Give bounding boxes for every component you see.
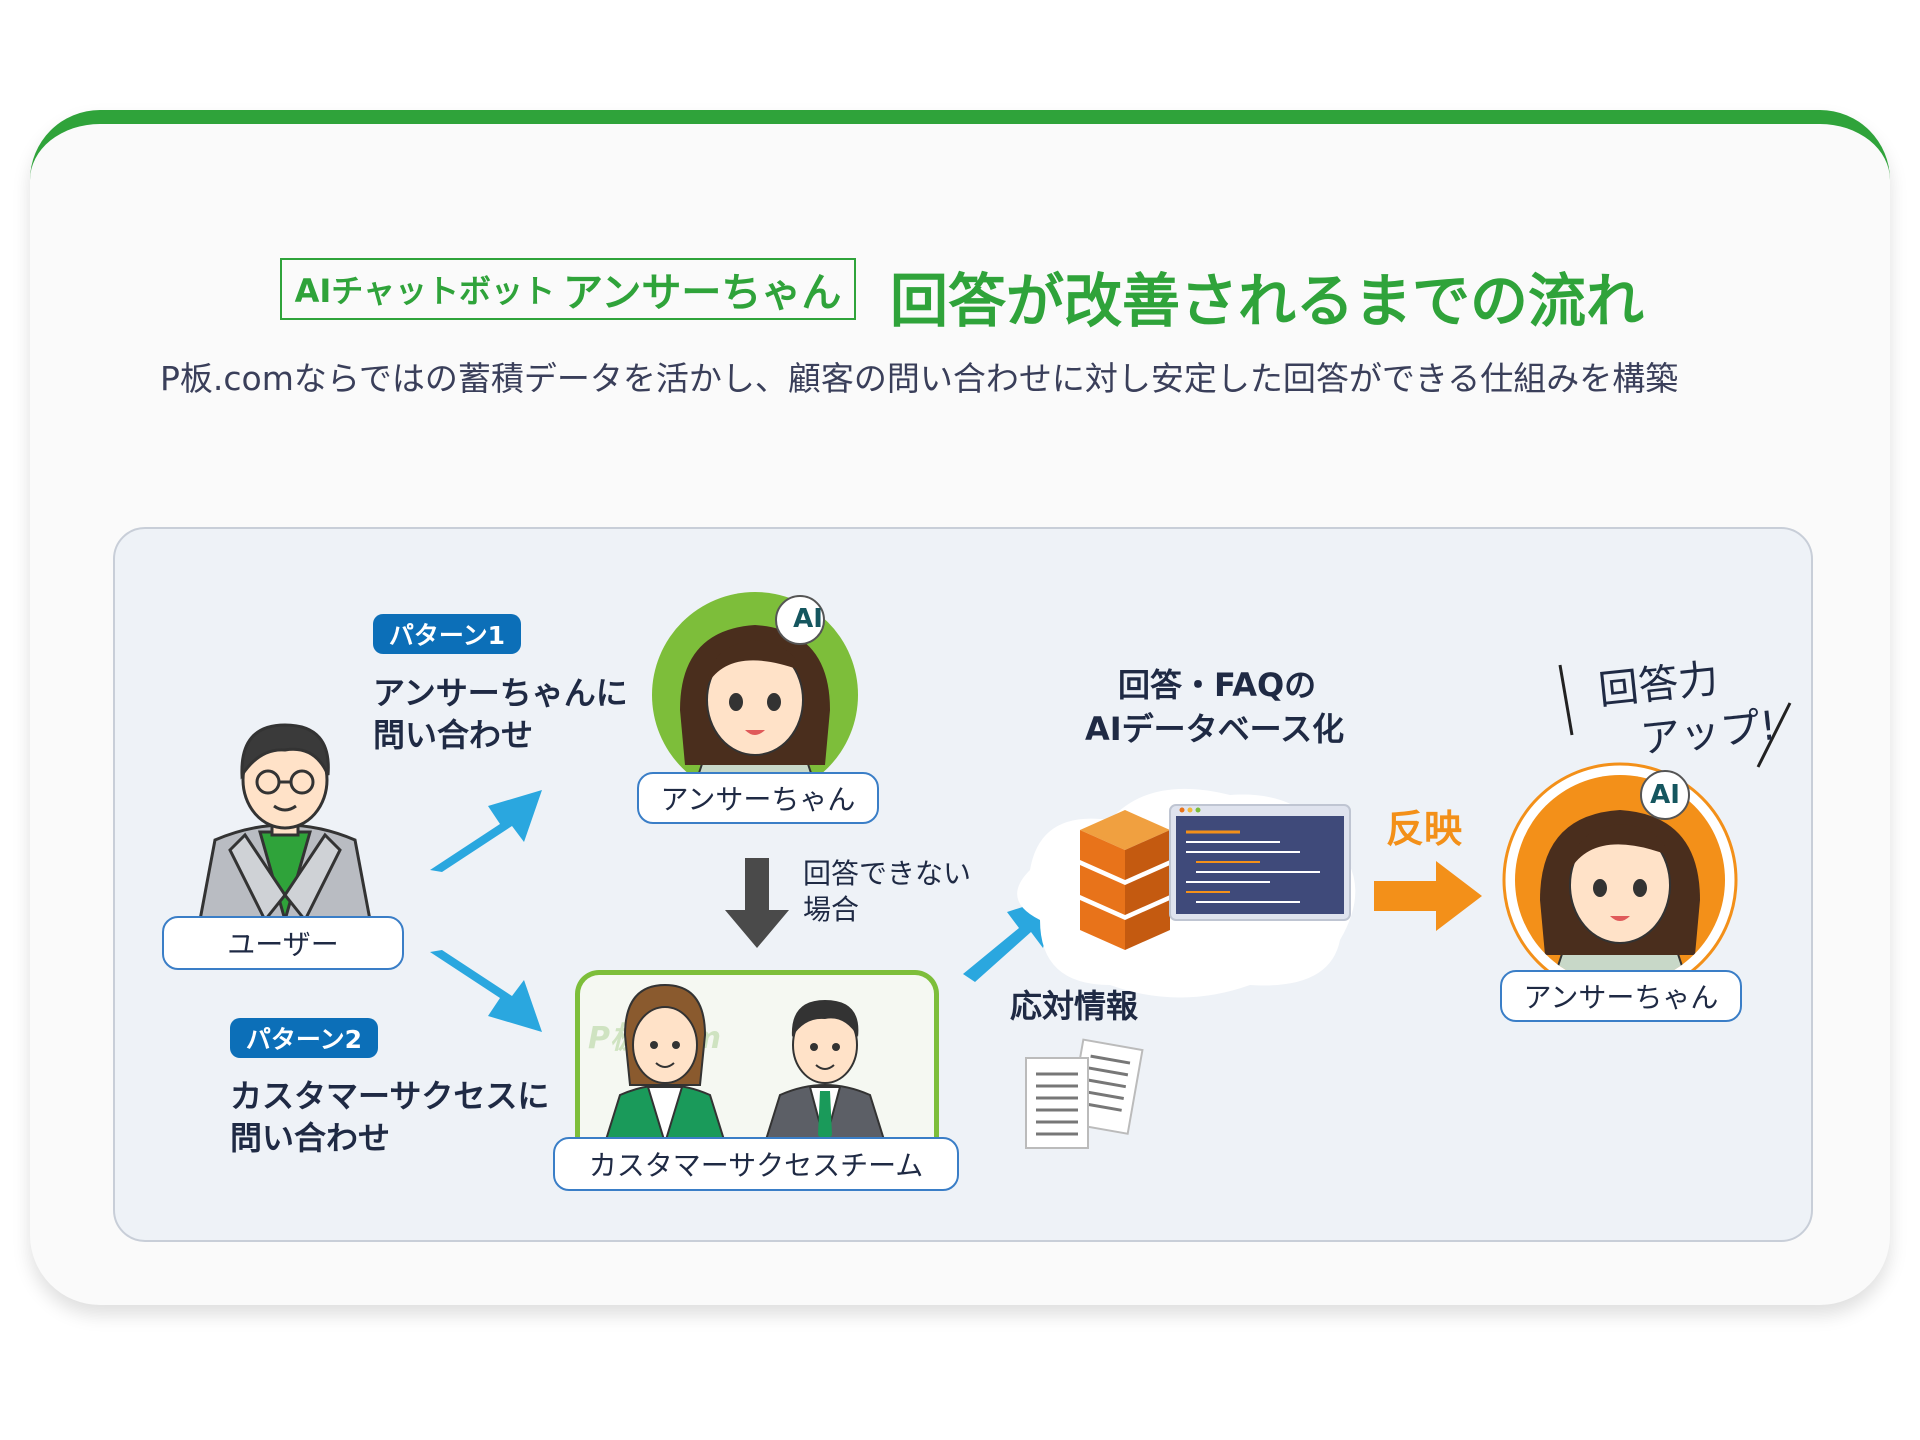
pattern1-badge: パターン1: [373, 614, 521, 654]
arrow-to-database-icon: [963, 896, 1057, 982]
database-caption-line2: AIデータベース化: [1085, 710, 1345, 748]
server-icon: [1080, 810, 1170, 950]
database-caption-line1: 回答・FAQの: [1118, 666, 1317, 704]
bot-label: アンサーちゃん: [637, 772, 879, 824]
pattern1-text-line2: 問い合わせ: [373, 716, 534, 754]
ai-database-illustration: [1017, 788, 1356, 998]
emphasis-lines-icon: [1558, 664, 1792, 768]
response-info-label: 応対情報: [1010, 987, 1139, 1025]
no-answer-line2: 場合: [803, 893, 860, 926]
pattern2-text-line1: カスタマーサクセスに: [230, 1077, 550, 1115]
page-subtitle: P板.comならではの蓄積データを活かし、顧客の問い合わせに対し安定した回答がで…: [160, 359, 1679, 398]
team-label: カスタマーサクセスチーム: [553, 1137, 959, 1191]
documents-icon: [1025, 1038, 1144, 1149]
reflect-arrow-icon: [1374, 861, 1482, 931]
badge-small-text: AIチャットボット: [294, 272, 555, 310]
product-badge: AIチャットボット アンサーちゃん: [280, 258, 856, 320]
arrow-to-bot-icon: [430, 790, 542, 872]
bot-ai-badge: AI: [793, 604, 823, 634]
reflect-label: 反映: [1386, 807, 1463, 851]
team-frame: P板.com: [575, 970, 939, 1138]
pattern2-badge: パターン2: [230, 1018, 378, 1058]
arrow-to-team-icon: [430, 950, 542, 1032]
team-illustration: [605, 983, 885, 1138]
result-ai-badge: AI: [1650, 780, 1680, 810]
page-title: 回答が改善されるまでの流れ: [890, 267, 1645, 335]
pattern2-text-line2: 問い合わせ: [230, 1119, 391, 1157]
user-illustration: [198, 723, 372, 920]
no-answer-line1: 回答できない: [803, 857, 972, 890]
badge-large-text: アンサーちゃん: [562, 270, 842, 316]
pattern1-text-line1: アンサーちゃんに: [373, 674, 628, 712]
result-bot-avatar: [1502, 762, 1738, 998]
code-screen-icon: [1169, 804, 1351, 921]
result-bot-label: アンサーちゃん: [1500, 970, 1742, 1022]
user-label: ユーザー: [162, 916, 404, 970]
down-arrow-icon: [725, 858, 789, 948]
